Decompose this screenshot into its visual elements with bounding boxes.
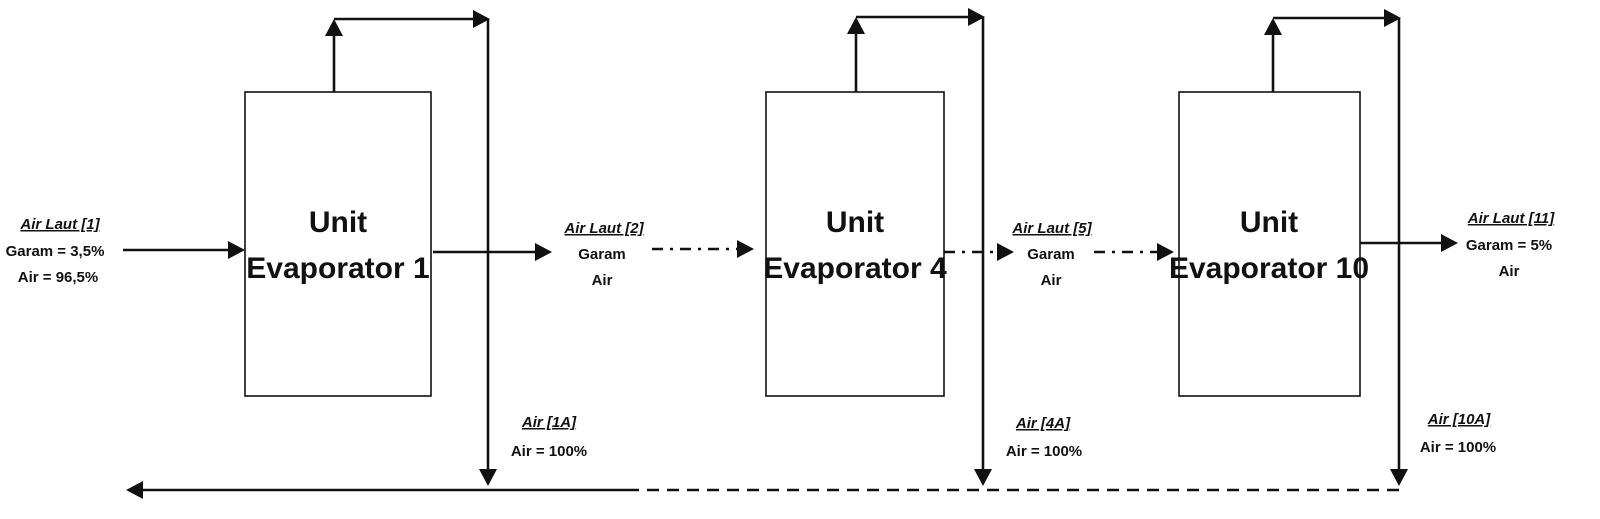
evap1-outlet-arrow [433,243,552,261]
stream-label-4a: Air [4A] Air = 100% [1006,415,1082,460]
evaporator-4-box [765,91,945,397]
stream-2-air: Air [592,272,613,289]
evaporator-4-label-line2: Evaporator 4 [763,252,947,285]
evaporator-1-box [244,91,432,397]
stream-2-garam: Garam [578,246,626,263]
stream2-to-evap4-arrow [652,240,754,258]
stream-11-title: Air Laut [11] [1467,210,1555,227]
vapor-loop-1 [325,10,497,486]
evaporator-10-label-line1: Unit [1240,206,1298,239]
stream-4a-title: Air [4A] [1015,415,1071,432]
stream-label-11: Air Laut [11] Garam = 5% Air [1466,210,1555,280]
stream-label-feed: Air Laut [1] Garam = 3,5% Air = 96,5% [6,216,105,286]
evaporator-10-label-line2: Evaporator 10 [1169,252,1369,285]
evaporator-unit-1: Unit Evaporator 1 [244,91,432,397]
stream-2-title: Air Laut [2] [563,220,644,237]
vapor-loop-10 [1264,9,1408,486]
stream-label-10a: Air [10A] Air = 100% [1420,411,1496,456]
vapor-loop-4 [847,8,992,486]
stream-11-air: Air [1499,263,1520,280]
stream-5-title: Air Laut [5] [1011,220,1092,237]
evaporator-unit-4: Unit Evaporator 4 [763,91,947,397]
stream-feed-title: Air Laut [1] [19,216,100,233]
condensate-return-arrow [126,481,1399,499]
stream-4a-air: Air = 100% [1006,443,1082,460]
stream-label-5: Air Laut [5] Garam Air [1011,220,1092,289]
stream-label-1a: Air [1A] Air = 100% [511,414,587,460]
stream5-to-evap10-arrow [1094,243,1174,261]
evaporator-1-label-line2: Evaporator 1 [246,252,429,285]
stream-label-2: Air Laut [2] Garam Air [563,220,644,289]
evaporator-4-label-line1: Unit [826,206,884,239]
stream-10a-air: Air = 100% [1420,439,1496,456]
stream-5-garam: Garam [1027,246,1075,263]
stream-1a-air: Air = 100% [511,443,587,460]
feed-arrow [123,241,245,259]
evap4-outlet-arrow [944,243,1014,261]
evaporator-unit-10: Unit Evaporator 10 [1169,91,1369,397]
stream-feed-air: Air = 96,5% [18,269,98,286]
stream-1a-title: Air [1A] [521,414,577,431]
stream-10a-title: Air [10A] [1427,411,1492,428]
evaporator-10-box [1178,91,1361,397]
evaporator-1-label-line1: Unit [309,206,367,239]
stream-feed-garam: Garam = 3,5% [6,243,105,260]
evap10-outlet-arrow [1360,234,1458,252]
stream-11-garam: Garam = 5% [1466,237,1552,254]
stream-5-air: Air [1041,272,1062,289]
